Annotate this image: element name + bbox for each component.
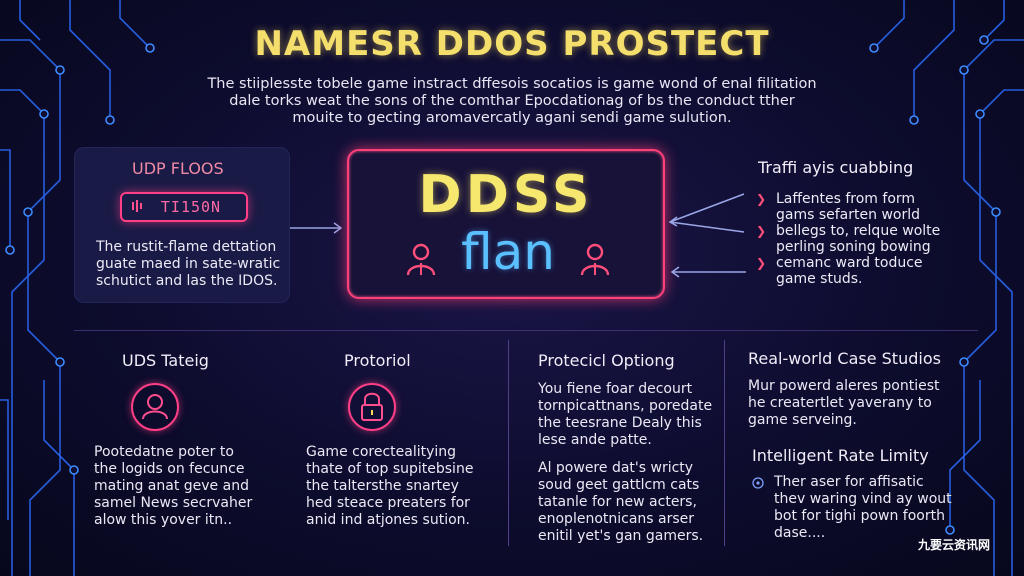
udp-desc-line: The rustit-flame dettation [96, 239, 277, 255]
column-divider [508, 340, 509, 546]
intro-line: The stiiplesste tobele game instract dff… [207, 76, 817, 92]
person-icon [131, 383, 179, 431]
protocol-options-text-a: You fiene foar decourt tornpicattnans, p… [538, 381, 713, 448]
traffic-panel-title: Traffi ayis cuabbing [758, 158, 914, 177]
section-divider [74, 330, 978, 331]
lock-icon [348, 383, 396, 431]
intro-line: dale torks weat the sons of the comthar … [229, 93, 795, 109]
list-item: ❯bellegs to, relque wolte [756, 223, 941, 239]
signal-bars-icon [132, 200, 142, 212]
case-studies-title: Real-world Case Studios [748, 349, 941, 368]
udp-section-text: Pootedatne poter to the logids on fecunc… [94, 444, 253, 528]
arrow-right-icon [290, 222, 343, 234]
udp-panel-title: UDP FLOOS [132, 159, 224, 178]
arrow-left-icon [668, 193, 746, 278]
protocol-section-text: Game corectealitying thate of top supite… [306, 444, 474, 528]
rate-limit-title: Intelligent Rate Limity [752, 446, 929, 465]
page-title: NAMESR DDOS PROSTECT [254, 24, 770, 64]
udp-desc-line: schutict and las the IDOS. [96, 273, 278, 289]
list-item: ❯cemanc ward toduce [756, 255, 923, 271]
traffic-list: ❯Laffentes from form gams sefarten world… [742, 191, 962, 287]
ddos-plan-panel: DDSS flan [347, 149, 665, 299]
center-title: DDSS [418, 165, 594, 225]
udp-panel-description: The rustit-flame dettation guate maed in… [96, 239, 281, 290]
protocol-options-text-b: Al powere dat's wricty soud geet gattlcm… [538, 460, 704, 544]
list-item: ❯Laffentes from form [756, 191, 916, 207]
list-item: gams sefarten world [776, 207, 920, 223]
udp-badge-text: TI150N [160, 198, 222, 216]
protocol-section-title: Protoriol [344, 351, 411, 370]
chevron-right-icon: ❯ [756, 224, 767, 238]
intro-text: The stiiplesste tobele game instract dff… [200, 76, 824, 127]
intro-line: mouite to gecting aromavercatly agani se… [292, 110, 732, 126]
traffic-scrubbing-panel: Traffi ayis cuabbing ❯Laffentes from for… [742, 158, 962, 287]
info-icon [752, 477, 764, 489]
center-subtitle: flan [461, 223, 555, 281]
protocol-options-title: Protecicl Optiong [538, 351, 675, 370]
column-divider [724, 340, 725, 546]
list-item: perling soning bowing [776, 239, 931, 255]
person-icon [580, 243, 610, 276]
udp-section-title: UDS Tateig [122, 351, 209, 370]
chevron-right-icon: ❯ [756, 256, 767, 270]
case-studies-text: Mur powerd aleres pontiest he creatertle… [748, 378, 940, 428]
list-item: game studs. [776, 271, 863, 287]
udp-desc-line: guate maed in sate-wratic [96, 256, 281, 272]
watermark: 九要云资讯网 [918, 538, 991, 552]
person-icon [406, 243, 436, 276]
udp-badge: TI150N [120, 192, 248, 222]
chevron-right-icon: ❯ [756, 192, 767, 206]
rate-limit-text: Ther aser for affisatic thev waring vind… [774, 474, 952, 541]
udp-flood-panel: UDP FLOOS TI150N The rustit-flame dettat… [74, 147, 290, 303]
